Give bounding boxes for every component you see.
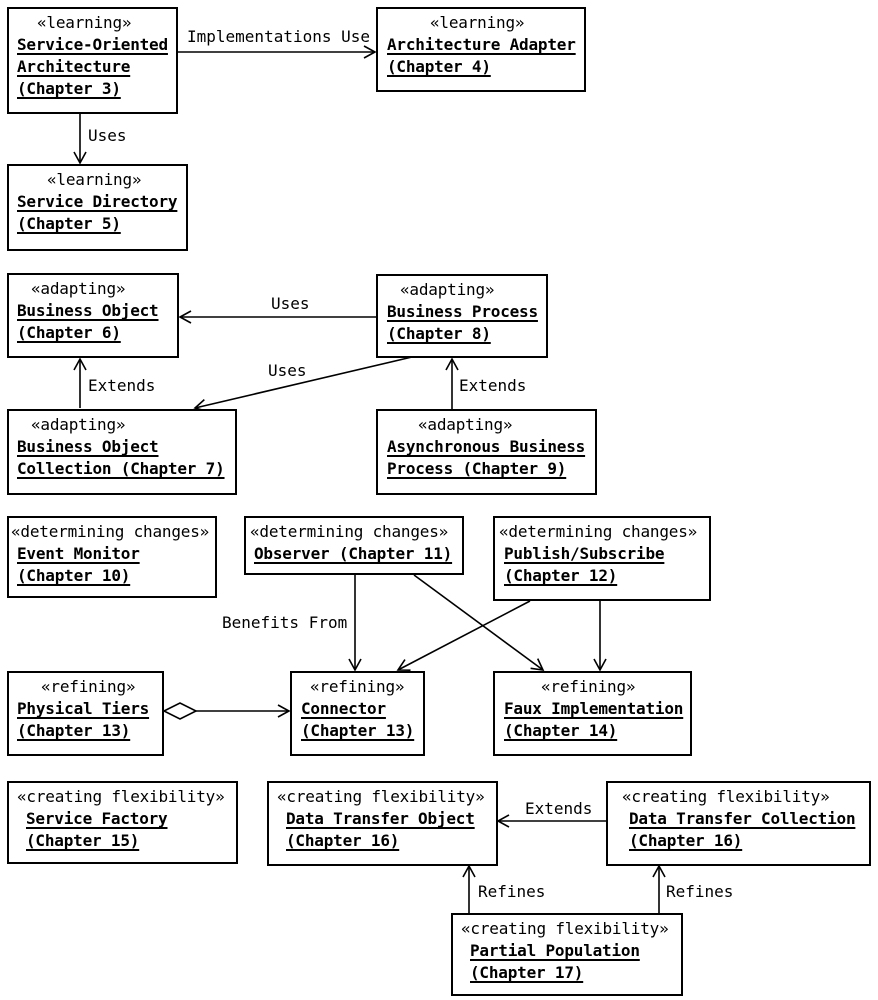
stereotype-label: «creating flexibility» [277, 787, 485, 806]
pattern-name: Event Monitor [17, 544, 140, 563]
pattern-name: Collection (Chapter 7) [17, 459, 225, 478]
chapter-ref: (Chapter 15) [26, 831, 140, 850]
box-event-monitor: «determining changes» Event Monitor (Cha… [7, 516, 217, 598]
chapter-ref: (Chapter 6) [17, 323, 121, 342]
pattern-name: Physical Tiers [17, 699, 150, 718]
edge-label-uses: Uses [268, 361, 307, 380]
pattern-name: Service Factory [26, 809, 168, 828]
box-service-factory: «creating flexibility» Service Factory (… [7, 781, 238, 864]
edge-label-refines: Refines [666, 882, 734, 901]
stereotype-label: «determining changes» [499, 522, 698, 541]
stereotype-label: «adapting» [31, 279, 126, 298]
stereotype-label: «determining changes» [250, 522, 449, 541]
pattern-name: Data Transfer Object [286, 809, 475, 828]
box-data-transfer-collection: «creating flexibility» Data Transfer Col… [606, 781, 871, 866]
chapter-ref: (Chapter 13) [301, 721, 415, 740]
pattern-name: Business Object [17, 301, 159, 320]
stereotype-label: «learning» [37, 13, 132, 32]
box-publish-subscribe: «determining changes» Publish/Subscribe … [493, 516, 711, 601]
chapter-ref: (Chapter 16) [629, 831, 743, 850]
edge-label-extends: Extends [459, 376, 527, 395]
chapter-ref: (Chapter 17) [470, 963, 584, 982]
stereotype-label: «adapting» [418, 415, 513, 434]
box-business-process: «adapting» Business Process (Chapter 8) [376, 274, 548, 358]
box-connector: «refining» Connector (Chapter 13) [290, 671, 425, 756]
edge-label-extends: Extends [525, 799, 593, 818]
box-data-transfer-object: «creating flexibility» Data Transfer Obj… [267, 781, 498, 866]
stereotype-label: «refining» [541, 677, 636, 696]
pattern-name: Observer (Chapter 11) [254, 544, 453, 563]
edge-label-uses: Uses [271, 294, 310, 313]
edge-label-benefits-from: Benefits From [222, 613, 348, 632]
chapter-ref: (Chapter 8) [387, 324, 491, 343]
chapter-ref: (Chapter 5) [17, 214, 121, 233]
edge-label-uses: Uses [88, 126, 127, 145]
pattern-name: Service Directory [17, 192, 178, 211]
edge-label-extends: Extends [88, 376, 156, 395]
pattern-name: Architecture Adapter [387, 35, 576, 54]
stereotype-label: «determining changes» [11, 522, 210, 541]
chapter-ref: (Chapter 10) [17, 566, 131, 585]
chapter-ref: (Chapter 3) [17, 79, 121, 98]
pattern-name: Process (Chapter 9) [387, 459, 567, 478]
stereotype-label: «creating flexibility» [622, 787, 830, 806]
chapter-ref: (Chapter 4) [387, 57, 491, 76]
pattern-name: Data Transfer Collection [629, 809, 856, 828]
box-faux-implementation: «refining» Faux Implementation (Chapter … [493, 671, 692, 756]
box-architecture-adapter: «learning» Architecture Adapter (Chapter… [376, 7, 586, 92]
edge-label-refines: Refines [478, 882, 546, 901]
box-observer: «determining changes» Observer (Chapter … [244, 516, 464, 575]
pattern-name: Business Process [387, 302, 538, 321]
chapter-ref: (Chapter 16) [286, 831, 400, 850]
stereotype-label: «learning» [430, 13, 525, 32]
edge-label-implementations-use: Implementations Use [187, 27, 371, 46]
box-service-directory: «learning» Service Directory (Chapter 5) [7, 164, 188, 251]
pattern-name: Faux Implementation [504, 699, 684, 718]
edge-pubsub-connector [396, 600, 531, 672]
stereotype-label: «creating flexibility» [17, 787, 225, 806]
pattern-name: Publish/Subscribe [504, 544, 665, 563]
pattern-name: Partial Population [470, 941, 640, 960]
pattern-name: Business Object [17, 437, 159, 456]
chapter-ref: (Chapter 14) [504, 721, 618, 740]
edge-observer-faux [413, 574, 545, 671]
pattern-name: Connector [301, 699, 386, 718]
box-business-object: «adapting» Business Object (Chapter 6) [7, 273, 179, 358]
chapter-ref: (Chapter 12) [504, 566, 618, 585]
aggregation-diamond-icon [162, 702, 198, 720]
stereotype-label: «adapting» [400, 280, 495, 299]
stereotype-label: «learning» [47, 170, 142, 189]
stereotype-label: «refining» [310, 677, 405, 696]
edge-process-uses-collection [193, 356, 413, 413]
pattern-name: Service-Oriented [17, 35, 168, 54]
box-asynchronous-business-process: «adapting» Asynchronous Business Process… [376, 409, 597, 495]
pattern-name: Architecture [17, 57, 131, 76]
box-service-oriented-architecture: «learning» Service-Oriented Architecture… [7, 7, 178, 114]
chapter-ref: (Chapter 13) [17, 721, 131, 740]
stereotype-label: «refining» [41, 677, 136, 696]
box-business-object-collection: «adapting» Business Object Collection (C… [7, 409, 237, 495]
stereotype-label: «adapting» [31, 415, 126, 434]
box-partial-population: «creating flexibility» Partial Populatio… [451, 913, 683, 996]
pattern-name: Asynchronous Business [387, 437, 586, 456]
stereotype-label: «creating flexibility» [461, 919, 669, 938]
box-physical-tiers: «refining» Physical Tiers (Chapter 13) [7, 671, 164, 756]
